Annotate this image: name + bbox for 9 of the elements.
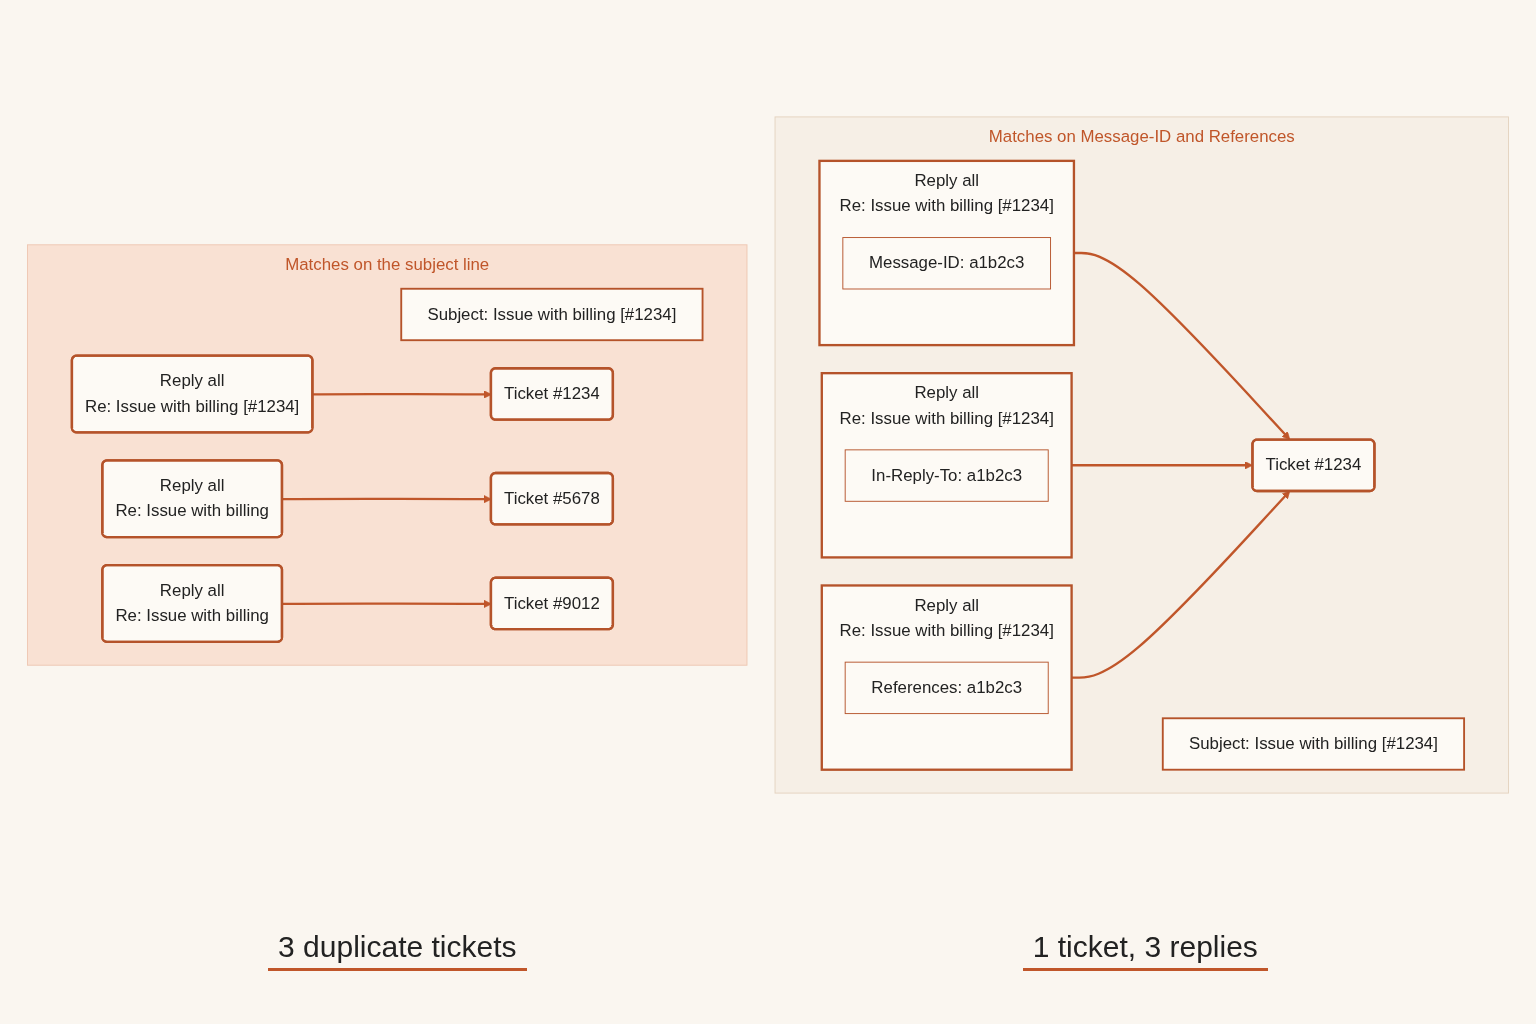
node-box: In-Reply-To: a1b2c3 (844, 449, 1049, 502)
arrow (1073, 251, 1291, 440)
arrow (1071, 461, 1253, 470)
node-box: Subject: Issue with billing [#1234] (400, 287, 704, 342)
node-box: Subject: Issue with billing [#1234] (1161, 717, 1466, 771)
node-box: Message-ID: a1b2c3 (842, 237, 1051, 290)
node-box: References: a1b2c3 (844, 661, 1049, 715)
summary-note: 3 duplicate tickets (268, 929, 527, 971)
summary-note: 1 ticket, 3 replies (1022, 929, 1268, 971)
